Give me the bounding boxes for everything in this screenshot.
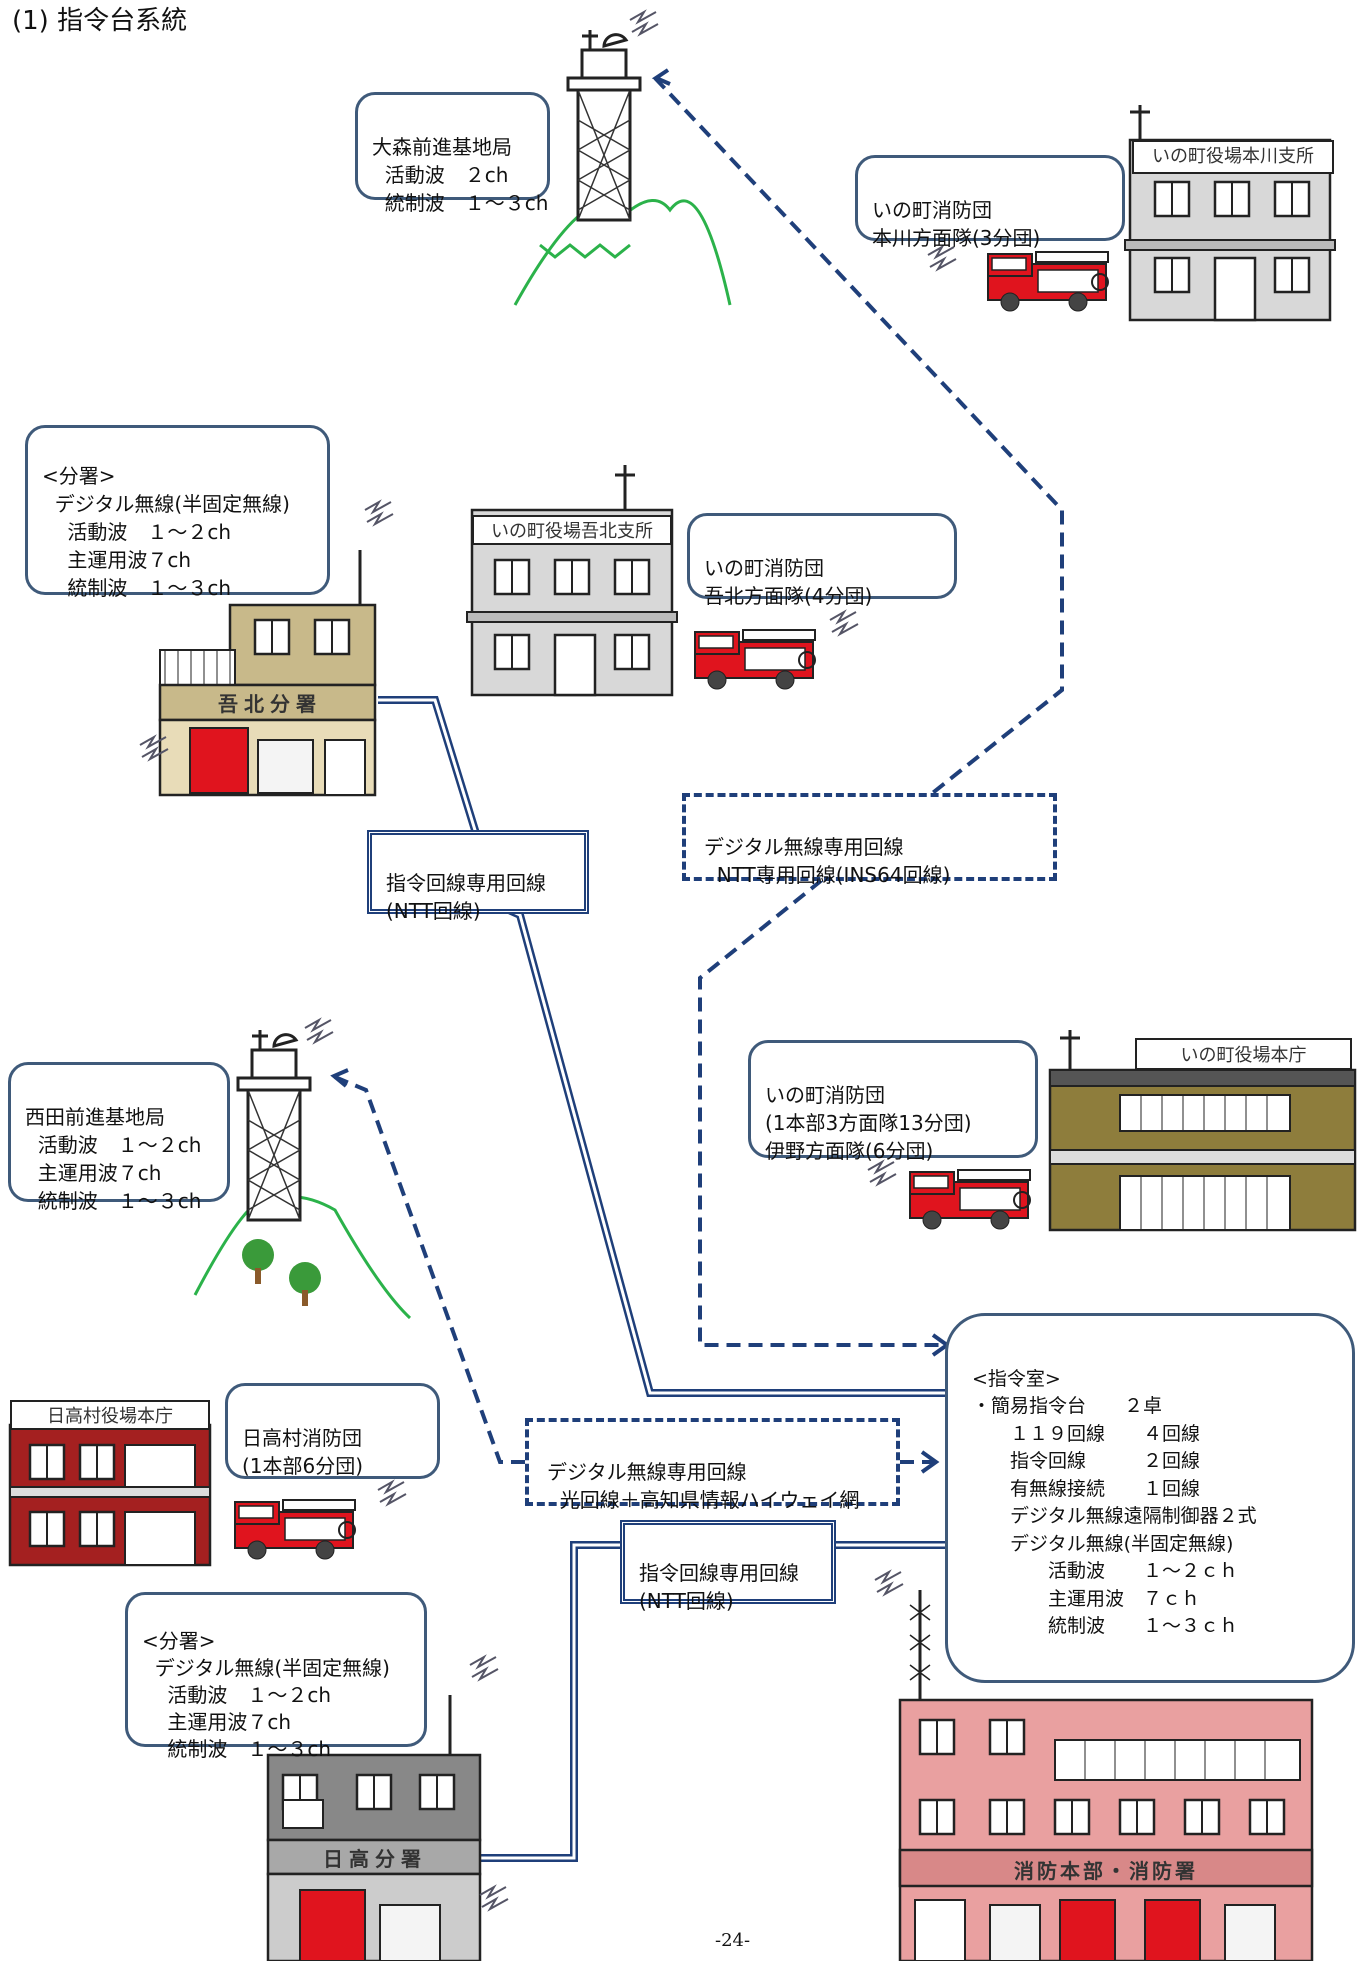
section-title: (1) 指令台系統	[12, 6, 188, 36]
ino-office-label: いの町役場本庁	[1135, 1038, 1352, 1070]
ino-team-line-2: (1本部3方面隊13分団)	[765, 1111, 972, 1135]
hidaka-sub-line-3: 活動波 １～２ch	[142, 1683, 332, 1707]
ntt-line-box-2: 指令回線専用回線 (NTT回線)	[620, 1520, 836, 1613]
hidaka-team-line-1: 日高村消防団	[242, 1426, 362, 1450]
gohoku-sub-line-3: 活動波 １～２ch	[42, 520, 232, 544]
omori-tower	[513, 11, 732, 306]
honkawa-team-line-2: 本川方面隊(3分団)	[872, 226, 1041, 250]
hidaka-team-line-2: (1本部6分団)	[242, 1454, 364, 1478]
command-line-5: 有無線接続 １回線	[972, 1477, 1201, 1500]
ins-line-sub: NTT専用回線(INS64回線)	[704, 863, 951, 887]
command-line-2: ・簡易指令台 ２卓	[972, 1395, 1163, 1417]
command-line-3: １１９回線 ４回線	[972, 1422, 1201, 1445]
nishida-base-box: 西田前進基地局 活動波 １～２ch 主運用波７ch 統制波 １～３ch	[8, 1062, 230, 1213]
nishida-line-1: 活動波 １～２ch	[25, 1133, 202, 1157]
ntt-line-1-title: 指令回線専用回線	[386, 871, 546, 895]
gohoku-sub-line-1: <分署>	[42, 464, 116, 488]
hidaka-sub-box: <分署> デジタル無線(半固定無線) 活動波 １～２ch 主運用波７ch 統制波…	[125, 1592, 427, 1761]
command-line-8: 活動波 １～２ｃｈ	[972, 1560, 1239, 1582]
hidaka-sub-sign: 日高分署	[323, 1847, 427, 1871]
fiber-line-sub: 光回線＋高知県情報ハイウェイ網	[547, 1488, 860, 1512]
gohoku-team-line-2: 吾北方面隊(4分団)	[704, 584, 873, 608]
gohoku-sub-line-4: 主運用波７ch	[42, 548, 192, 572]
nishida-line-3: 統制波 １～３ch	[25, 1189, 202, 1213]
gohoku-sub-box: <分署> デジタル無線(半固定無線) 活動波 １～２ch 主運用波７ch 統制波…	[25, 425, 330, 600]
command-line-4: 指令回線 ２回線	[972, 1450, 1201, 1472]
gohoku-team-box: いの町消防団吾北方面隊(4分団)	[687, 513, 957, 608]
ntt-line-2-sub: (NTT回線)	[639, 1589, 734, 1613]
gohoku-sub-sign: 吾北分署	[218, 692, 322, 716]
ntt-line-2-title: 指令回線専用回線	[639, 1561, 799, 1585]
gohoku-substation	[139, 501, 394, 797]
gohoku-sub-line-2: デジタル無線(半固定無線)	[42, 492, 290, 516]
command-line-7: デジタル無線(半固定無線)	[972, 1532, 1234, 1555]
ins-line-title: デジタル無線専用回線	[704, 835, 904, 859]
omori-line-1: 活動波 ２ch	[372, 163, 509, 187]
ntt-line-box-1: 指令回線専用回線 (NTT回線)	[367, 830, 589, 923]
honkawa-team-line-1: いの町消防団	[872, 198, 992, 222]
hidaka-sub-line-2: デジタル無線(半固定無線)	[142, 1656, 390, 1680]
hq-fire-station	[874, 1571, 1314, 1961]
gohoku-office-label: いの町役場吾北支所	[472, 515, 672, 545]
hidaka-sub-line-5: 統制波 １～３ch	[142, 1737, 332, 1761]
command-line-9: 主運用波 ７ｃｈ	[972, 1587, 1201, 1610]
hidaka-office-label: 日高村役場本庁	[10, 1400, 210, 1430]
omori-title: 大森前進基地局	[372, 135, 512, 159]
ino-hq-building	[867, 1030, 1357, 1232]
nishida-tower	[193, 1019, 412, 1320]
command-line-10: 統制波 １～３ｃｈ	[972, 1615, 1239, 1637]
fiber-line-title: デジタル無線専用回線	[547, 1460, 747, 1484]
ino-team-line-3: 伊野方面隊(6分団)	[765, 1139, 934, 1163]
gohoku-sub-line-5: 統制波 １～３ch	[42, 576, 232, 600]
page-number: -24-	[715, 1930, 751, 1951]
hq-sign: 消防本部・消防署	[1014, 1859, 1198, 1883]
hidaka-team-box: 日高村消防団 (1本部6分団)	[225, 1383, 440, 1479]
nishida-line-2: 主運用波７ch	[25, 1161, 162, 1185]
gohoku-team-line-1: いの町消防団	[704, 556, 824, 580]
fiber-line-box: デジタル無線専用回線 光回線＋高知県情報ハイウェイ網	[525, 1418, 900, 1512]
nishida-title: 西田前進基地局	[25, 1105, 165, 1129]
omori-base-box: 大森前進基地局 活動波 ２ch 統制波 １～３ch	[355, 92, 550, 215]
hidaka-sub-line-4: 主運用波７ch	[142, 1710, 292, 1734]
honkawa-team-box: いの町消防団本川方面隊(3分団)	[855, 155, 1125, 250]
ntt-line-1-sub: (NTT回線)	[386, 899, 481, 923]
ino-team-box: いの町消防団 (1本部3方面隊13分団) 伊野方面隊(6分団)	[748, 1040, 1038, 1163]
hidaka-sub-line-1: <分署>	[142, 1629, 216, 1653]
hidaka-office-building	[8, 1423, 407, 1567]
command-line-1: <指令室>	[972, 1367, 1061, 1390]
command-line-6: デジタル無線遠隔制御器２式	[972, 1505, 1257, 1527]
hidaka-substation	[266, 1656, 509, 1961]
honkawa-office-label: いの町役場本川支所	[1132, 140, 1334, 174]
command-room-box: <指令室> ・簡易指令台 ２卓 １１９回線 ４回線 指令回線 ２回線 有無線接続 …	[945, 1313, 1355, 1683]
ino-team-line-1: いの町消防団	[765, 1083, 885, 1107]
ins-line-box: デジタル無線専用回線 NTT専用回線(INS64回線)	[682, 793, 1057, 887]
omori-line-2: 統制波 １～３ch	[372, 191, 549, 215]
